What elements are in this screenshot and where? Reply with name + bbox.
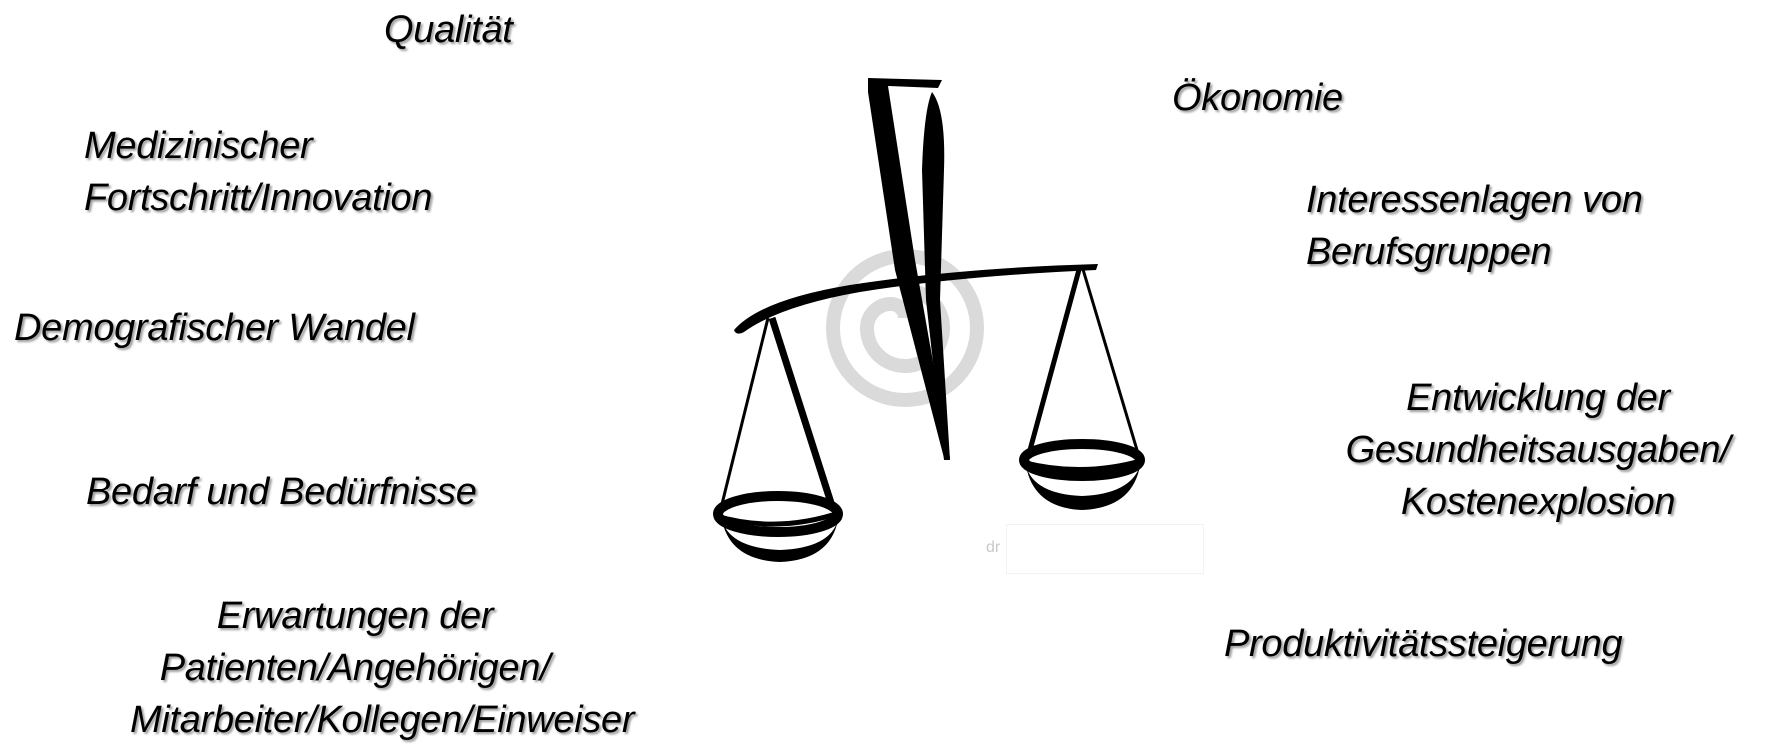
label-oekonomie: Ökonomie [1172,72,1343,124]
watermark-box [1006,524,1204,574]
left-pan-string-1 [722,318,768,504]
label-demografischer-wandel: Demografischer Wandel [14,302,415,354]
label-qualitaet: Qualität [384,4,513,56]
label-entwicklung-gesundheitsausgaben: Entwicklung der Gesundheitsausgaben/ Kos… [1318,372,1758,528]
label-produktivitaetssteigerung: Produktivitätssteigerung [1224,618,1622,670]
label-interessenlagen: Interessenlagen von Berufsgruppen [1306,174,1643,278]
left-pan-string-2 [772,318,832,506]
label-erwartungen: Erwartungen der Patienten/Angehörigen/ M… [130,590,580,746]
right-pan-string-1 [1030,266,1080,450]
label-medizinischer-fortschritt: Medizinischer Fortschritt/Innovation [84,120,432,224]
left-pan [716,496,842,562]
label-bedarf-beduerfnisse: Bedarf und Bedürfnisse [86,466,477,518]
right-pan [1022,444,1144,510]
watermark-text: dr [986,539,1000,557]
right-pan-string-2 [1082,266,1140,460]
